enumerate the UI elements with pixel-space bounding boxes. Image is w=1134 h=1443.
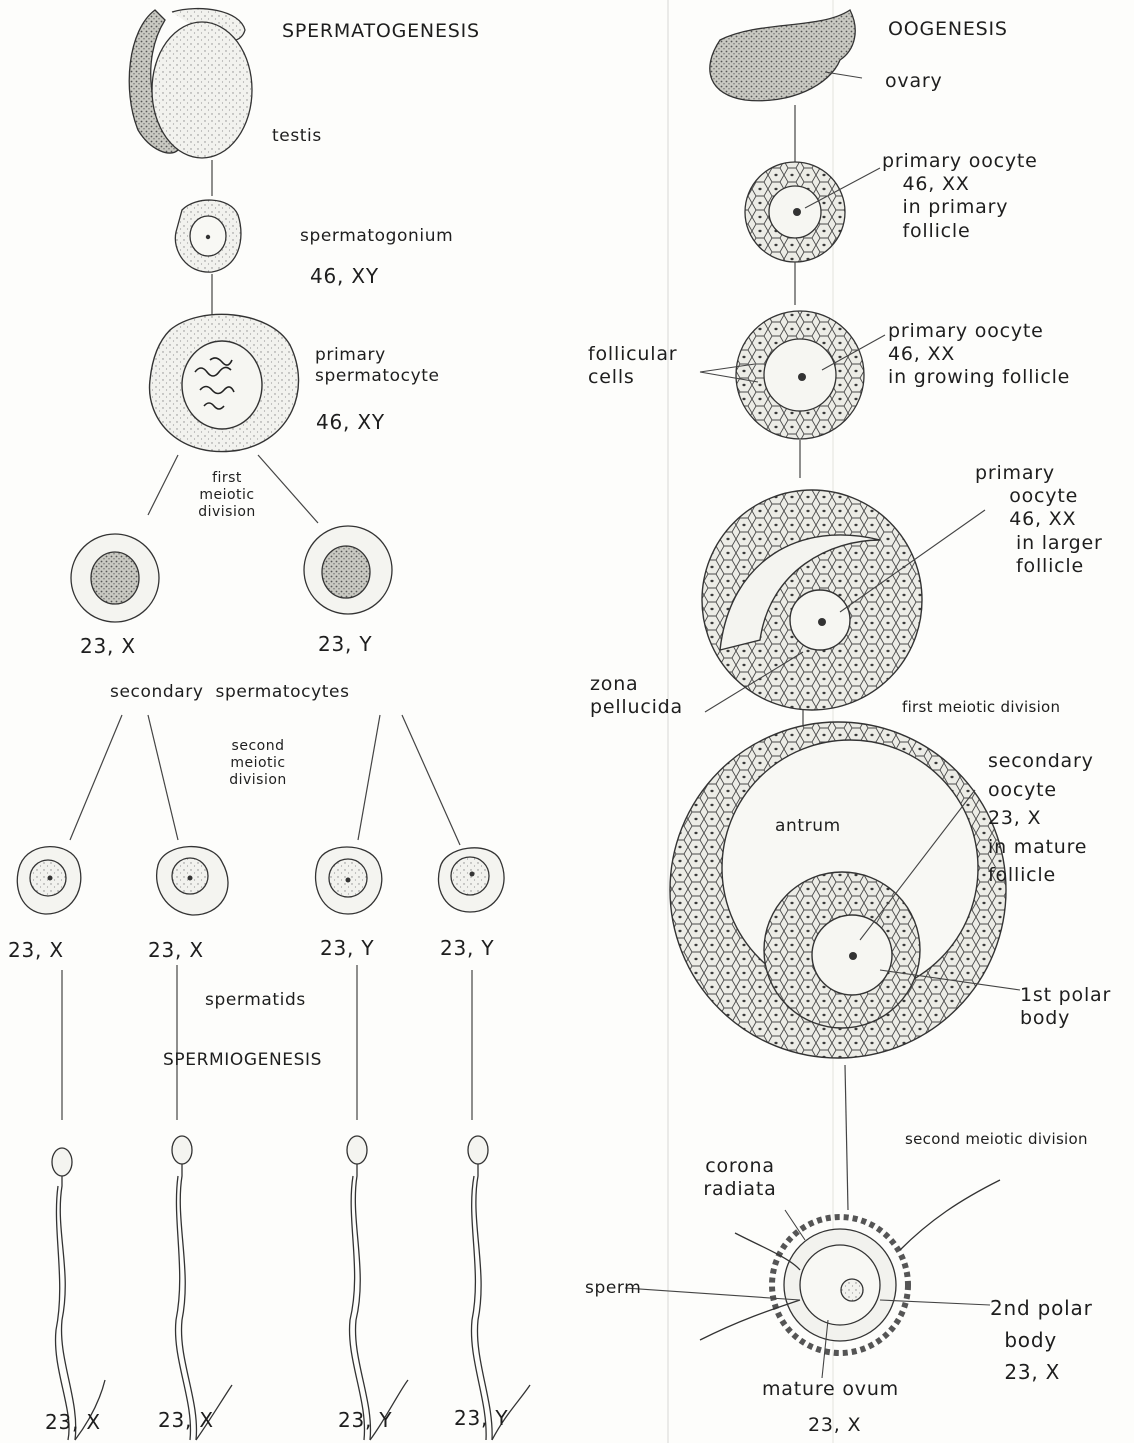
mature-ovum [700, 1180, 1000, 1353]
sperm-karyotype-3: 23, Y [338, 1408, 392, 1432]
spermiogenesis-label: SPERMIOGENESIS [163, 1050, 322, 1071]
spermatids-label: spermatids [205, 990, 306, 1011]
connector-line [845, 1065, 848, 1210]
connector-line [402, 715, 460, 845]
primary-spermatocyte-cell [150, 314, 299, 451]
testis-illustration [129, 9, 252, 158]
spermatid-karyotype-1: 23, X [8, 938, 64, 962]
antrum-label: antrum [775, 816, 841, 837]
zona-pellucida-label: zona pellucida [590, 673, 683, 719]
primary-oocyte-1-label: primary oocyte 46, XX in primary follicl… [882, 150, 1038, 243]
spermatogonium-cell [175, 200, 241, 272]
secondary-spermatocyte-y-karyotype: 23, Y [318, 632, 372, 656]
first-polar-body-label: 1st polar body [1020, 984, 1111, 1030]
sperm-label: sperm [585, 1278, 641, 1299]
spermatozoa [52, 1136, 530, 1440]
sperm-karyotype-1: 23, X [45, 1410, 101, 1434]
mature-ovum-karyotype: 23, X [808, 1414, 861, 1437]
sperm-karyotype-2: 23, X [158, 1408, 214, 1432]
primary-oocyte-2-label: primary oocyte 46, XX in growing follicl… [888, 320, 1070, 390]
corona-radiata-label: corona radiata [690, 1155, 790, 1201]
spermatid-karyotype-3: 23, Y [320, 936, 374, 960]
follicular-cells-label: follicular cells [588, 343, 677, 389]
connector-line [70, 715, 122, 840]
larger-follicle [702, 490, 922, 710]
secondary-spermatocytes-label: secondary spermatocytes [110, 682, 350, 703]
connector-line [148, 715, 178, 840]
second-meiotic-division-label: second meiotic division [218, 738, 298, 789]
mature-ovum-label: mature ovum [762, 1378, 899, 1401]
oogenesis-first-meiotic-division-label: first meiotic division [902, 698, 1060, 716]
spermatid-karyotype-2: 23, X [148, 938, 204, 962]
secondary-spermatocyte-x-cell [71, 534, 159, 622]
second-polar-body-label: 2nd polar body 23, X [990, 1292, 1093, 1388]
ovary-label: ovary [885, 70, 943, 93]
spermatogenesis-title: SPERMATOGENESIS [282, 20, 480, 43]
leader-line [785, 1210, 805, 1240]
testis-label: testis [272, 126, 322, 147]
oogenesis-title: OOGENESIS [888, 18, 1008, 41]
spermatid-cells [17, 847, 504, 915]
sperm-karyotype-4: 23, Y [454, 1406, 508, 1430]
primary-spermatocyte-karyotype: 46, XY [316, 410, 385, 434]
secondary-spermatocyte-x-karyotype: 23, X [80, 634, 136, 658]
connector-line [258, 455, 318, 523]
primary-oocyte-3-label: primary oocyte 46, XX in larger follicle [975, 462, 1103, 578]
mature-follicle [670, 722, 1006, 1058]
leader-line [880, 1300, 990, 1305]
primary-spermatocyte-label: primary spermatocyte [315, 345, 440, 386]
spermatogonium-karyotype: 46, XY [310, 264, 379, 288]
primary-follicle [745, 162, 845, 262]
secondary-spermatocyte-y-cell [304, 526, 392, 614]
first-meiotic-division-label: first meiotic division [192, 470, 262, 521]
spermatid-karyotype-4: 23, Y [440, 936, 494, 960]
oogenesis-second-meiotic-division-label: second meiotic division [905, 1130, 1088, 1148]
spermatogonium-label: spermatogonium [300, 226, 453, 247]
connector-line [148, 455, 178, 515]
connector-line [358, 715, 380, 840]
secondary-oocyte-label: secondary oocyte 23, X in mature follicl… [988, 747, 1094, 890]
growing-follicle [736, 311, 864, 439]
